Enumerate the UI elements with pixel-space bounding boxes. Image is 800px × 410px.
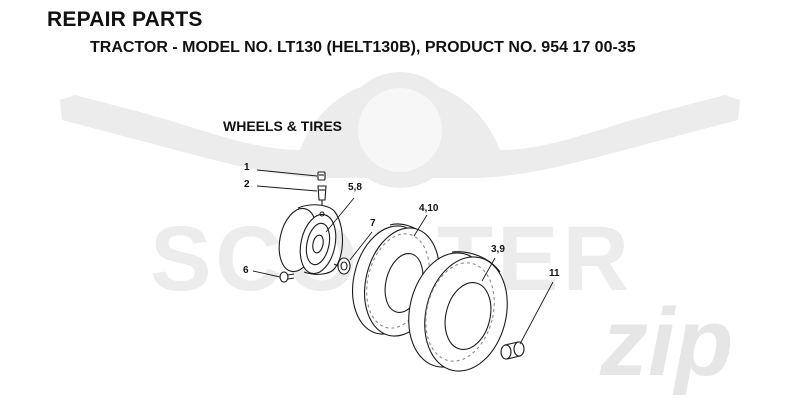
page-title: REPAIR PARTS [47, 8, 203, 31]
section-title: WHEELS & TIRES [223, 118, 343, 134]
leader-58 [325, 197, 355, 233]
part-tire-outer [408, 251, 508, 372]
leader-6 [252, 270, 281, 278]
callout-1: 1 [244, 162, 250, 173]
callout-4-10: 4,10 [419, 203, 439, 214]
leader-1 [256, 169, 318, 177]
part-bushing [333, 257, 351, 275]
callout-6: 6 [243, 265, 249, 276]
callout-11: 11 [549, 268, 560, 279]
part-valve-cap [317, 171, 326, 181]
page-subtitle: TRACTOR - MODEL NO. LT130 (HELT130B), PR… [90, 39, 636, 56]
leader-7 [349, 231, 373, 261]
part-hub-bushing [500, 341, 525, 360]
watermark-script-text: zip [599, 289, 733, 396]
callout-2: 2 [244, 179, 250, 190]
leader-11 [519, 281, 554, 345]
part-wheel-rim [278, 204, 344, 275]
leader-39 [481, 257, 496, 282]
leader-lines [252, 169, 554, 345]
callout-5-8: 5,8 [348, 182, 362, 193]
watermark-headlight-inner [358, 88, 442, 172]
leader-2 [256, 185, 318, 192]
leader-410 [413, 214, 428, 237]
callout-3-9: 3,9 [491, 244, 505, 255]
part-valve-stem [317, 185, 327, 205]
part-screw [279, 271, 295, 283]
callout-7: 7 [370, 218, 376, 229]
